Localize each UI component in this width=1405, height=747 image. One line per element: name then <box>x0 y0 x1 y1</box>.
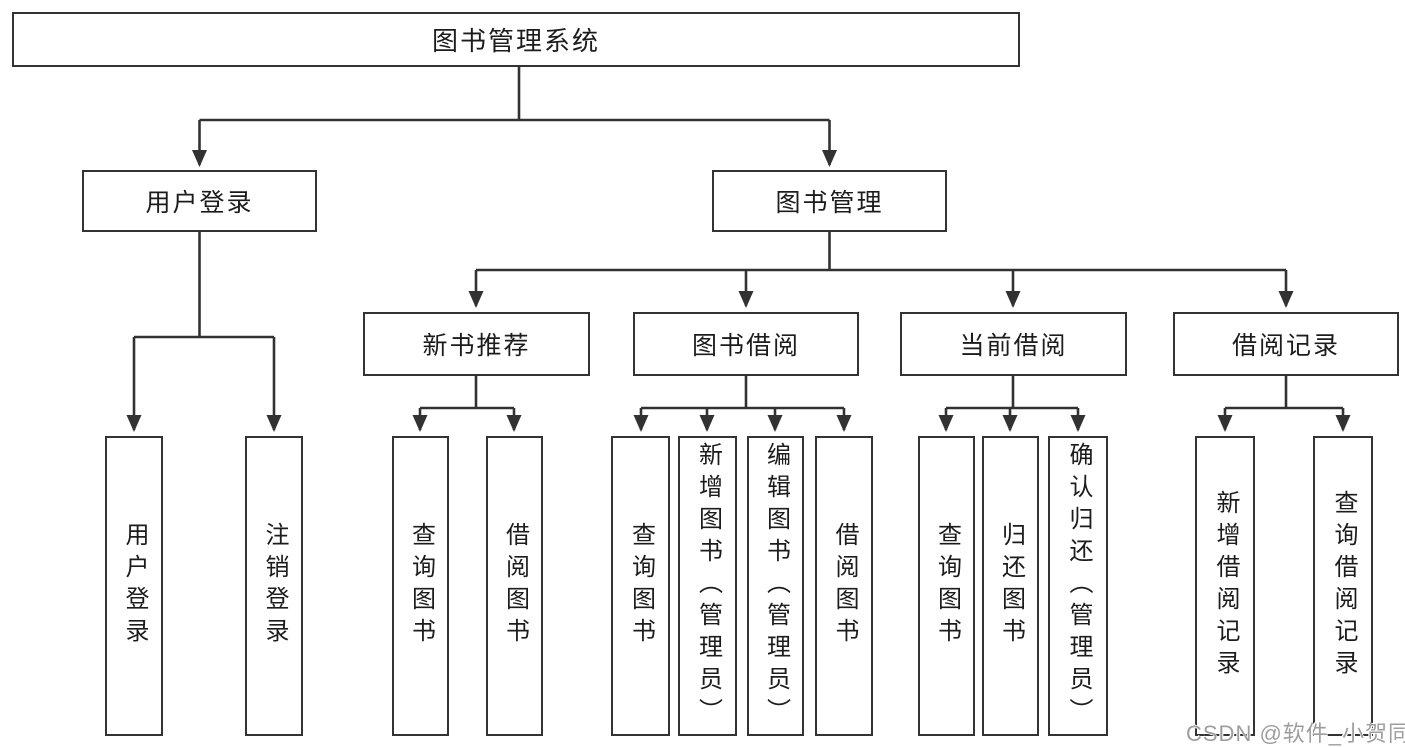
node-borrowing-records: 借阅记录 <box>1173 312 1399 376</box>
node-leaf-records-add-record: 新增借阅记录 <box>1195 436 1255 736</box>
node-leaf-borrowing-borrow-books: 借阅图书 <box>815 436 873 736</box>
node-leaf-recommend-borrow-books: 借阅图书 <box>486 436 543 736</box>
connector-current-children <box>938 376 1086 432</box>
node-leaf-current-confirm-return-admin: 确认归还（管理员） <box>1048 436 1108 736</box>
node-leaf-borrowing-add-books-admin: 新增图书（管理员） <box>678 436 737 736</box>
node-leaf-recommend-query-books: 查询图书 <box>392 436 449 736</box>
node-current-borrowing: 当前借阅 <box>900 312 1127 376</box>
node-leaf-logout: 注销登录 <box>245 436 303 736</box>
node-leaf-user-login: 用户登录 <box>105 436 163 736</box>
node-new-book-recommend: 新书推荐 <box>363 312 590 376</box>
node-book-management: 图书管理 <box>712 170 947 232</box>
connector-root-to-level2 <box>192 67 837 167</box>
node-leaf-current-query-books: 查询图书 <box>918 436 975 736</box>
node-leaf-borrowing-edit-books-admin: 编辑图书（管理员） <box>747 436 804 736</box>
connector-records-children <box>1217 376 1351 432</box>
node-leaf-borrowing-query-books: 查询图书 <box>611 436 670 736</box>
connector-recommend-children <box>412 376 522 432</box>
node-library-system-root: 图书管理系统 <box>12 12 1020 67</box>
node-user-login: 用户登录 <box>82 170 317 232</box>
node-leaf-current-return-books: 归还图书 <box>982 436 1039 736</box>
connector-user-login-children <box>126 232 282 432</box>
connector-borrowing-children <box>633 376 852 432</box>
node-book-borrowing: 图书借阅 <box>633 312 859 376</box>
csdn-watermark: CSDN @软件_小贺同学 <box>1186 721 1405 746</box>
connector-book-management-children <box>468 232 1294 308</box>
node-leaf-records-query-record: 查询借阅记录 <box>1313 436 1373 736</box>
